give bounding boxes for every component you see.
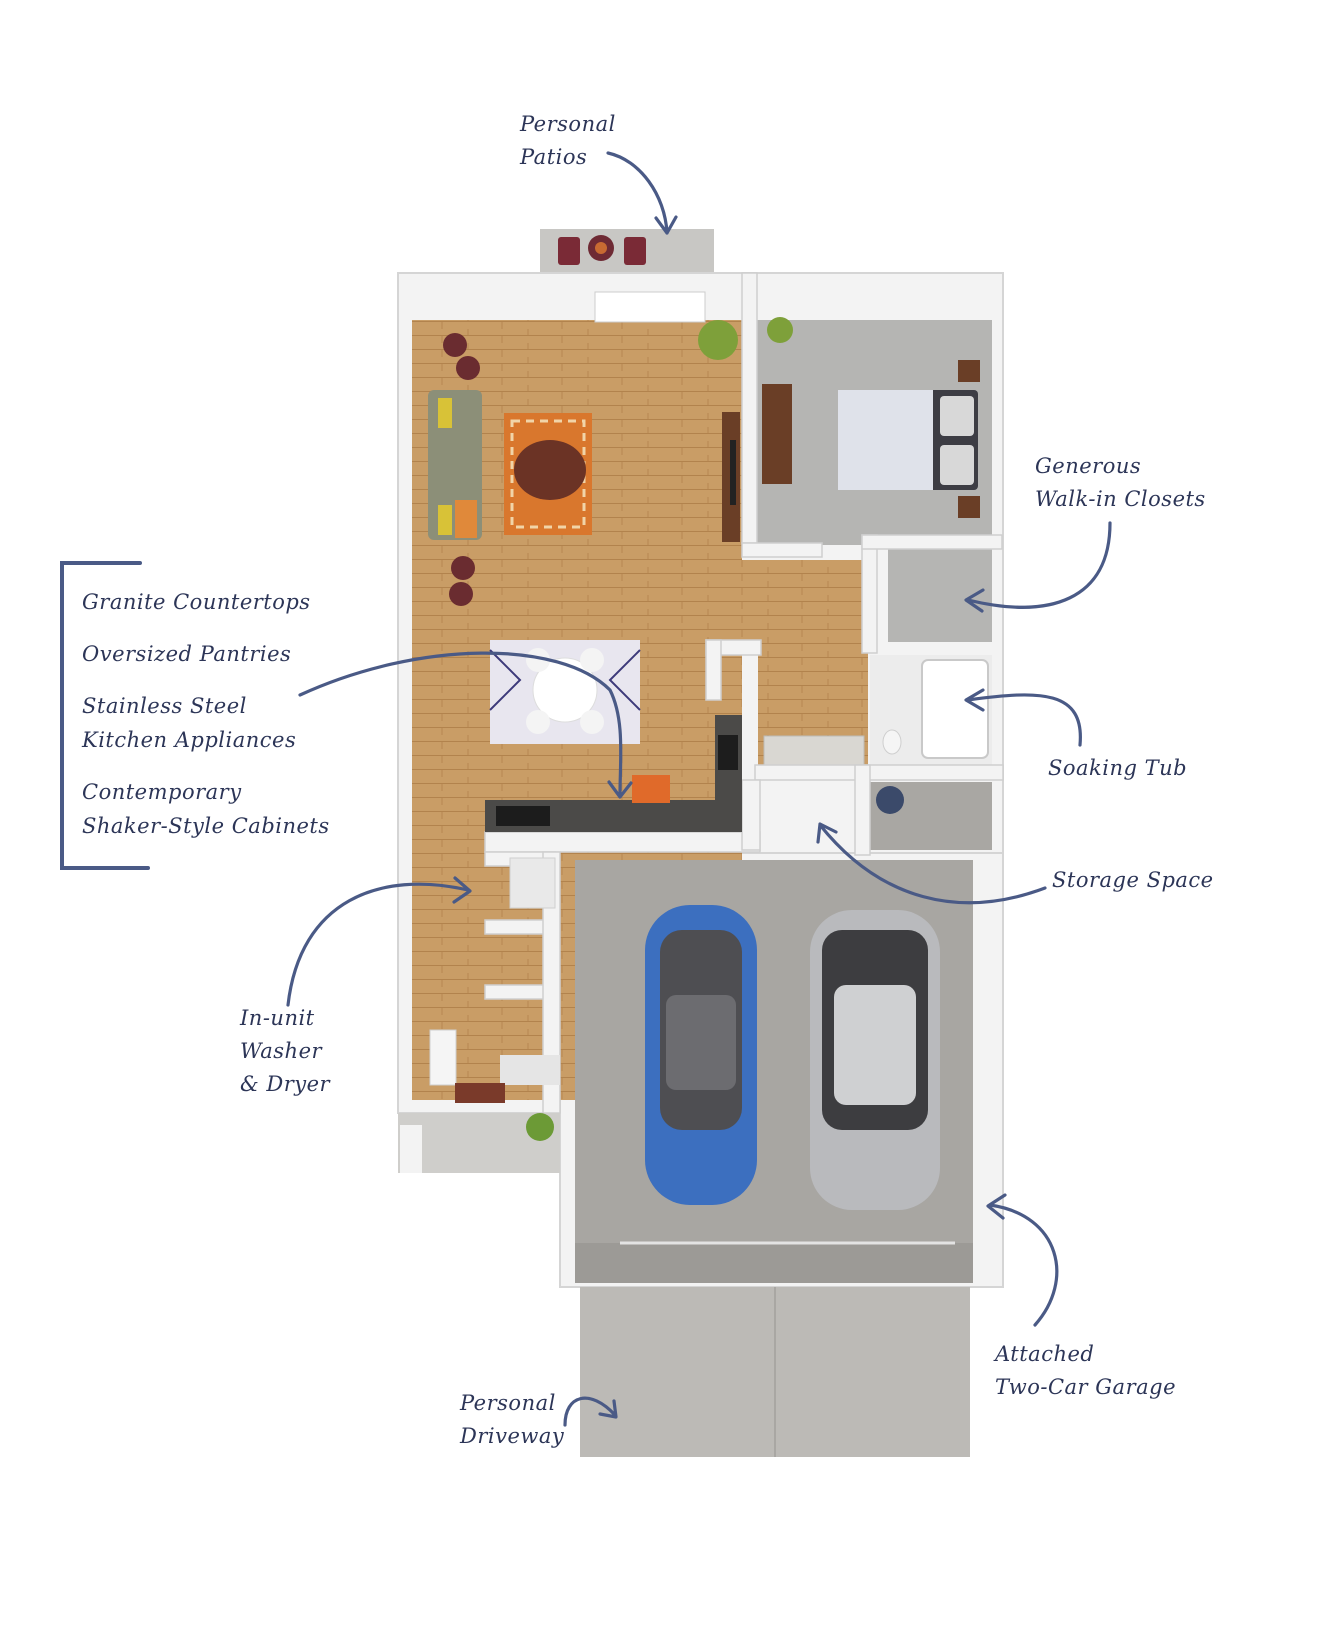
patio: [540, 229, 714, 273]
label-line: Patios: [520, 145, 588, 169]
label-line: Storage Space: [1052, 868, 1214, 892]
curved-arrow-icon: [964, 521, 1112, 613]
curved-arrow-icon: [286, 876, 472, 1007]
label-line: Generous: [1035, 454, 1142, 478]
car-silver: [810, 910, 940, 1210]
label-line: Soaking Tub: [1048, 756, 1188, 780]
label-kitchen-features: Granite Countertops Oversized Pantries S…: [82, 585, 330, 843]
kitchen-counter: [485, 715, 742, 832]
curved-arrow-icon: [964, 688, 1082, 747]
curved-arrow-icon: [986, 1193, 1059, 1327]
label-line: Oversized Pantries: [82, 642, 292, 666]
curved-arrow-icon: [563, 1396, 618, 1427]
label-personal-patios: Personal Patios: [520, 108, 616, 174]
label-line: In-unit: [240, 1006, 315, 1030]
label-line: Shaker-Style Cabinets: [82, 814, 330, 838]
bedroom-furniture: [762, 317, 980, 518]
bracket-icon: [60, 561, 150, 870]
label-soaking-tub: Soaking Tub: [1048, 752, 1187, 785]
car-blue: [645, 905, 757, 1205]
curved-arrow-icon: [606, 151, 678, 235]
label-line: Contemporary: [82, 780, 242, 804]
label-line: Washer: [240, 1039, 323, 1063]
dining-area: [489, 640, 641, 744]
label-line: Personal: [520, 112, 616, 136]
label-storage-space: Storage Space: [1052, 864, 1214, 897]
label-line: Stainless Steel: [82, 694, 247, 718]
label-line: & Dryer: [240, 1072, 331, 1096]
soaking-tub: [921, 659, 989, 759]
label-garage: Attached Two-Car Garage: [995, 1338, 1176, 1404]
garage: [575, 860, 973, 1283]
label-line: Personal: [460, 1391, 556, 1415]
label-line: Attached: [995, 1342, 1095, 1366]
plant-icon: [698, 320, 738, 360]
label-driveway: Personal Driveway: [460, 1387, 564, 1453]
washer-dryer: [509, 857, 556, 909]
label-laundry: In-unit Washer & Dryer: [240, 1002, 330, 1101]
label-line: Granite Countertops: [82, 590, 311, 614]
label-walk-in-closets: Generous Walk-in Closets: [1035, 450, 1206, 516]
label-line: Driveway: [460, 1424, 565, 1448]
label-line: Walk-in Closets: [1035, 487, 1206, 511]
label-line: Kitchen Appliances: [82, 728, 297, 752]
living-area: [428, 320, 740, 606]
curved-arrow-icon: [816, 822, 1047, 905]
label-line: Two-Car Garage: [995, 1375, 1176, 1399]
curved-arrow-icon: [298, 651, 633, 799]
